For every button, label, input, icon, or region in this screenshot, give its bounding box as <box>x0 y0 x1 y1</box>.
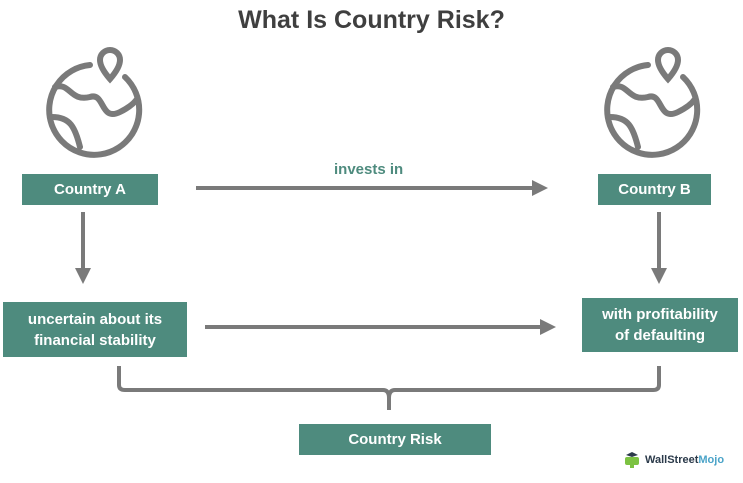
bracket <box>117 366 661 399</box>
wallstreetmojo-logo: WallStreetMojo <box>622 451 724 469</box>
globe-icon-b <box>607 50 697 155</box>
country-a-box: Country A <box>22 174 158 205</box>
globe-icon-a <box>49 50 139 155</box>
country-b-box: Country B <box>598 174 711 205</box>
logo-text-1: WallStreet <box>645 454 699 466</box>
logo-icon <box>625 452 639 468</box>
country-risk-box: Country Risk <box>299 424 491 455</box>
invests-in-label: invests in <box>334 161 404 178</box>
logo-text-2: Mojo <box>698 454 725 466</box>
page-title: What Is Country Risk? <box>238 6 505 34</box>
profitability-box: with profitability of defaulting <box>582 298 738 352</box>
uncertain-box: uncertain about its financial stability <box>3 302 187 357</box>
